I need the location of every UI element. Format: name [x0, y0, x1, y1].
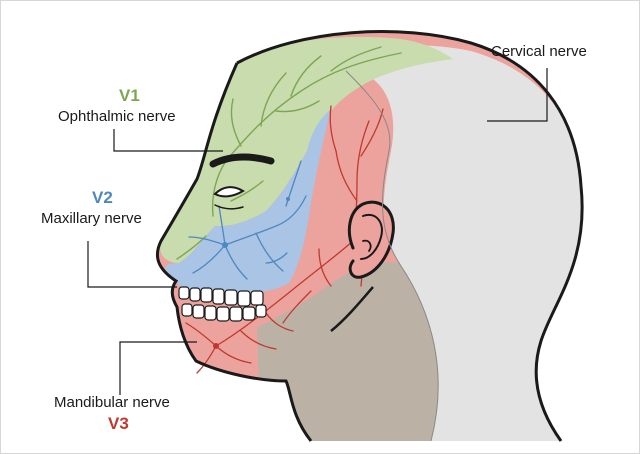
v1-code: V1 [119, 86, 140, 106]
v1-name: Ophthalmic nerve [58, 108, 176, 125]
v2-name: Maxillary nerve [41, 210, 142, 227]
v3-nerve-node [213, 343, 219, 349]
cervical-name: Cervical nerve [491, 43, 587, 60]
v2-code: V2 [92, 188, 113, 208]
v3-code: V3 [108, 414, 129, 434]
v2-upper-node [286, 197, 290, 201]
v3-name: Mandibular nerve [54, 394, 170, 411]
v2-nerve-node [222, 242, 228, 248]
